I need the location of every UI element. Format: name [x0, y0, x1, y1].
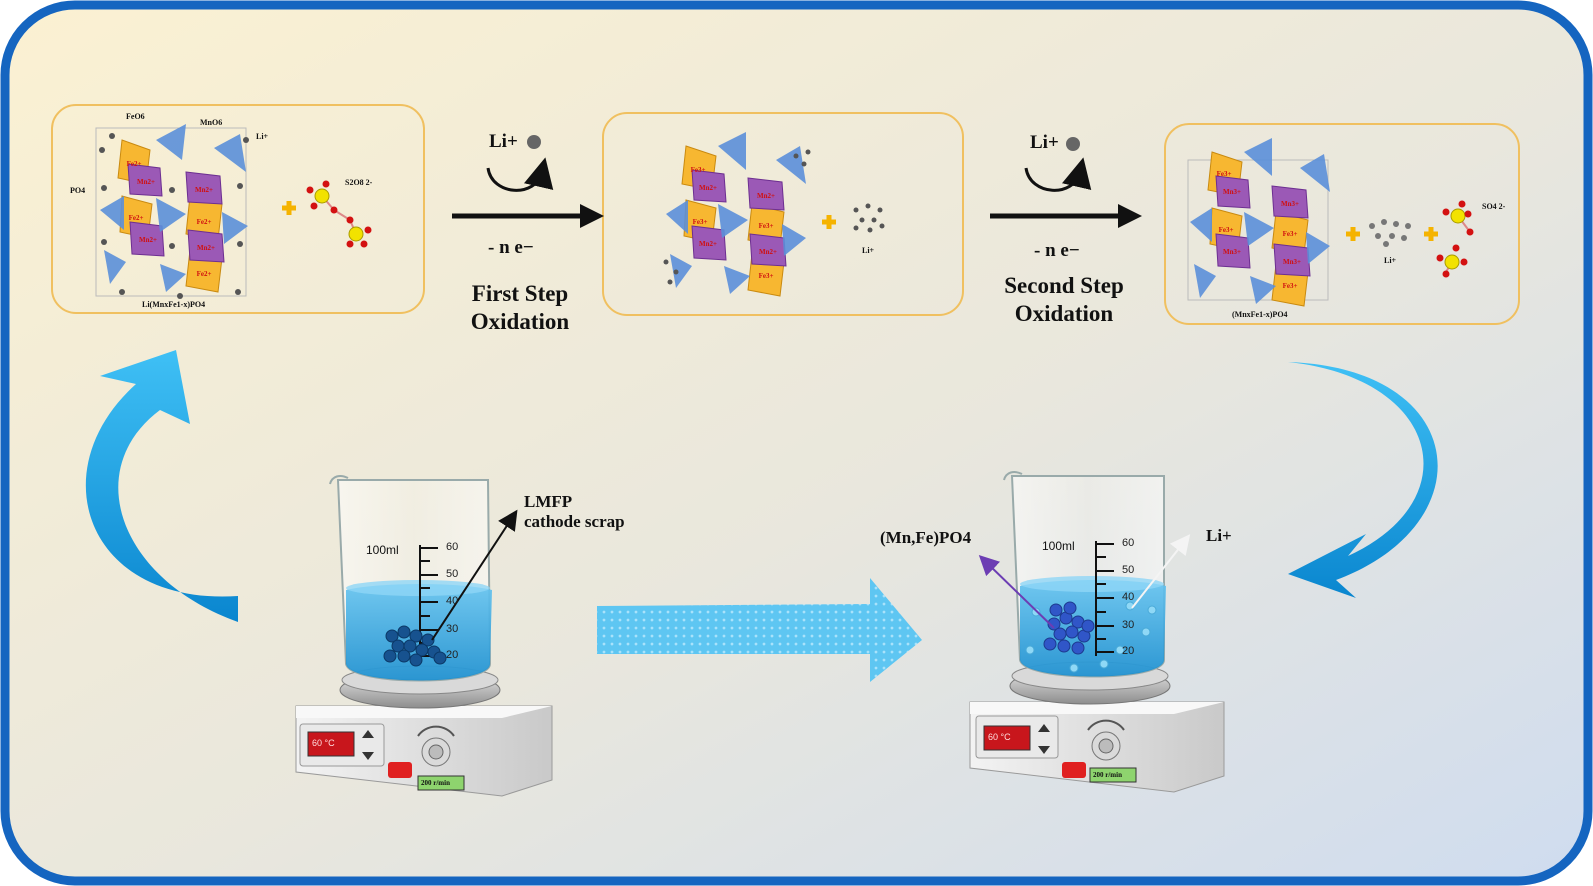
panel-crystal-3	[1164, 123, 1520, 325]
fe-site-label: Fe2+	[129, 214, 144, 222]
fe-site-label: Fe3+	[691, 166, 706, 174]
cycle-arrow-right	[1288, 362, 1438, 598]
crystal-structure-3: Fe3+ Fe3+ Fe3+ Fe3+ Mn3+ Mn3+ Mn3+ Mn3+	[1187, 138, 1330, 307]
mn-site-label: Mn2+	[197, 244, 215, 252]
mn-site-label: Mn2+	[195, 186, 213, 194]
feo6-label: FeO6	[126, 112, 145, 121]
released-li-ions-2	[1369, 219, 1411, 247]
plus-sign-2	[822, 215, 836, 229]
li-label-crystal-3: Li+	[1384, 256, 1397, 265]
fe-site-label: Fe3+	[759, 272, 774, 280]
beaker-right	[978, 471, 1191, 678]
panel-crystal-2	[602, 112, 964, 316]
fe-site-label: Fe3+	[693, 218, 708, 226]
beaker-left-volume: 100ml	[366, 543, 399, 557]
mn-site-label: Mn3+	[1223, 188, 1241, 196]
mn-site-label: Mn3+	[1283, 258, 1301, 266]
cycle-arrow-left	[85, 350, 238, 622]
ion-label-step-2: Li+	[1030, 132, 1059, 153]
plus-sign-4	[1424, 227, 1438, 241]
mn-site-label: Mn2+	[139, 236, 157, 244]
beaker-left-tick-30: 30	[446, 623, 459, 635]
plus-sign-3	[1346, 227, 1360, 241]
li-ion-sphere	[527, 135, 541, 149]
fe-site-label: Fe3+	[1283, 230, 1298, 238]
released-li-ions-1	[853, 203, 885, 233]
mn-site-label: Mn3+	[1281, 200, 1299, 208]
step-2-title-line-1: Second Step	[1004, 273, 1124, 298]
persulfate-molecule	[306, 180, 372, 248]
step-2-title: Second Step Oxidation	[984, 272, 1144, 328]
electron-label-step-1: - n e−	[488, 237, 534, 258]
display-speed-left: 200 r/min	[421, 779, 450, 787]
lmfp-callout: LMFP cathode scrap	[524, 492, 625, 532]
li-label-crystal-2: Li+	[862, 246, 875, 255]
beaker-right-tick-60: 60	[1122, 537, 1135, 549]
li-ion-sphere	[1066, 137, 1080, 151]
po4-label: PO4	[70, 186, 86, 195]
beaker-right-volume: 100ml	[1042, 539, 1075, 553]
display-temp-left: 60 °C	[312, 738, 335, 748]
beaker-left-tick-60: 60	[446, 541, 459, 553]
product-label: (Mn,Fe)PO4	[880, 528, 972, 547]
fe-site-label: Fe2+	[127, 160, 142, 168]
transfer-arrow	[597, 578, 922, 682]
mn-site-label: Mn3+	[1223, 248, 1241, 256]
beaker-left-tick-50: 50	[446, 568, 459, 580]
plus-sign-1	[282, 201, 296, 215]
beaker-right-tick-50: 50	[1122, 564, 1135, 576]
step-1-title-line-2: Oxidation	[470, 309, 570, 334]
second-step-arrow	[990, 137, 1142, 228]
lmfp-callout-line-1: LMFP	[524, 492, 573, 511]
panel-crystal-1	[51, 104, 425, 314]
step-2-title-line-2: Oxidation	[1014, 301, 1114, 326]
first-step-arrow	[452, 135, 604, 228]
formula-crystal-1: Li(MnxFe1-x)PO4	[142, 300, 206, 309]
sulfate-label: SO4 2-	[1482, 202, 1506, 211]
electron-label-step-2: - n e−	[1034, 240, 1080, 261]
fe-site-label: Fe3+	[1217, 170, 1232, 178]
mn-site-label: Mn2+	[757, 192, 775, 200]
beaker-right-tick-20: 20	[1122, 645, 1135, 657]
fe-site-label: Fe3+	[1219, 226, 1234, 234]
step-1-title: First Step Oxidation	[444, 280, 596, 336]
beaker-right-tick-40: 40	[1122, 591, 1135, 603]
mn-site-label: Mn2+	[699, 240, 717, 248]
fe-site-label: Fe2+	[197, 218, 212, 226]
display-speed-right: 200 r/min	[1093, 771, 1122, 779]
lmfp-callout-line-2: cathode scrap	[524, 512, 625, 531]
li-ion-label-right: Li+	[1206, 526, 1232, 545]
li-label-crystal-1: Li+	[256, 132, 269, 141]
formula-crystal-3: (MnxFe1-x)PO4	[1232, 310, 1288, 319]
beaker-left-tick-40: 40	[446, 595, 459, 607]
fe-site-label: Fe2+	[197, 270, 212, 278]
sulfate-molecules	[1436, 200, 1474, 278]
fe-site-label: Fe3+	[759, 222, 774, 230]
mn-site-label: Mn2+	[699, 184, 717, 192]
display-temp-right: 60 °C	[988, 732, 1011, 742]
mno6-label: MnO6	[200, 118, 223, 127]
mn-site-label: Mn2+	[137, 178, 155, 186]
beaker-left	[329, 475, 518, 682]
beaker-left-tick-20: 20	[446, 649, 459, 661]
mn-site-label: Mn2+	[759, 248, 777, 256]
ion-label-step-1: Li+	[489, 131, 518, 152]
step-1-title-line-1: First Step	[471, 281, 569, 306]
persulfate-label: S2O8 2-	[345, 178, 373, 187]
crystal-structure-1: Fe2+ Fe2+ Fe2+ Fe2+ Mn2+ Mn2+ Mn2+ Mn2+	[95, 124, 249, 299]
crystal-structure-2: Fe3+ Fe3+ Fe3+ Fe3+ Mn2+ Mn2+ Mn2+ Mn2+	[663, 132, 811, 297]
beaker-right-tick-30: 30	[1122, 619, 1135, 631]
fe-site-label: Fe3+	[1283, 282, 1298, 290]
